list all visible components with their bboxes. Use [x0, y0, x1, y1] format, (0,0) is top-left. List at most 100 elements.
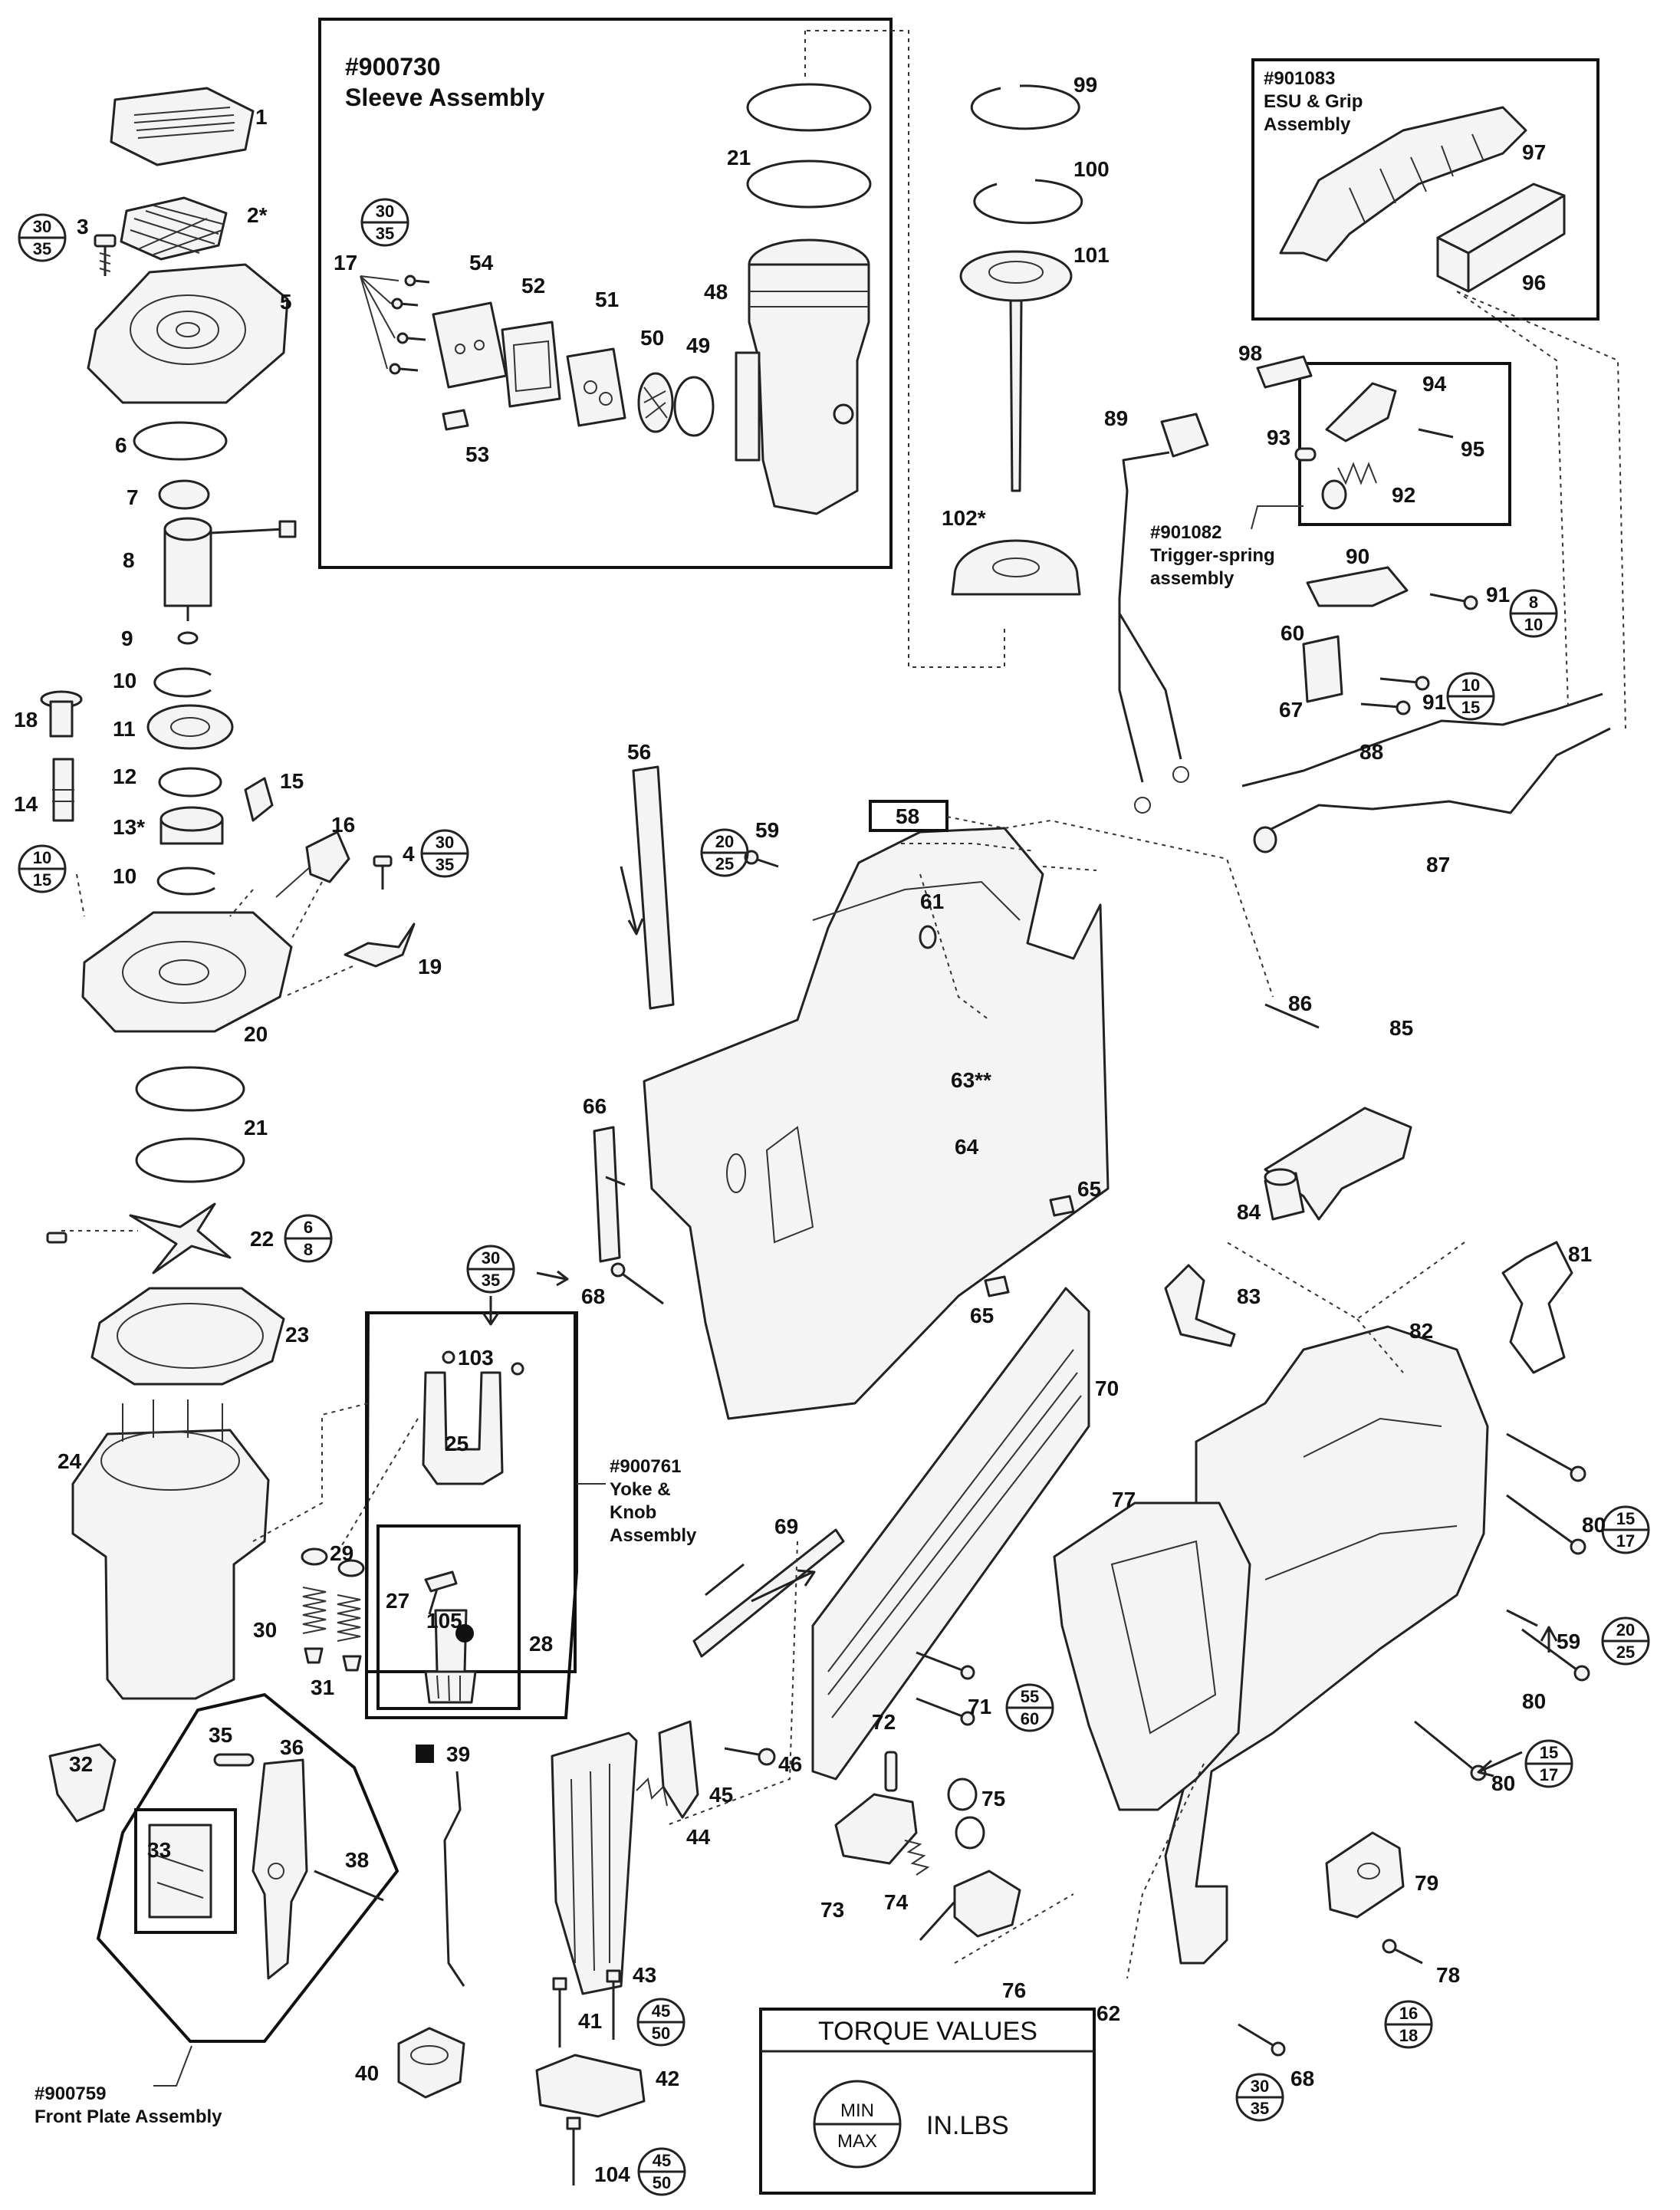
- torque-badge-104: 45 50: [637, 2147, 686, 2196]
- svg-text:25: 25: [445, 1432, 468, 1455]
- svg-text:10: 10: [113, 669, 136, 692]
- part-91a-screw: [1429, 593, 1478, 610]
- part-9-washer: [177, 631, 199, 645]
- svg-text:65: 65: [1077, 1177, 1101, 1201]
- legend-title: TORQUE VALUES: [818, 2017, 1037, 2046]
- svg-text:51: 51: [595, 288, 619, 311]
- svg-text:4: 4: [403, 842, 415, 866]
- svg-text:6: 6: [304, 1218, 313, 1237]
- svg-text:30: 30: [436, 833, 454, 852]
- part-82-housing-half: [1164, 1325, 1489, 1965]
- torque-badge-91b: 10 15: [1446, 672, 1495, 721]
- part-28-knob: [424, 1609, 477, 1704]
- sleeve-assembly-number: #900730: [345, 53, 441, 81]
- svg-text:17: 17: [1616, 1531, 1635, 1551]
- part-27-pin: [424, 1570, 458, 1615]
- svg-text:99: 99: [1073, 73, 1097, 97]
- part-61-grommet: [919, 925, 937, 949]
- part-1-cap: [110, 87, 255, 166]
- svg-text:80: 80: [1491, 1771, 1515, 1795]
- part-99-clip: [970, 84, 1080, 130]
- trigger-spring-assembly-frame: [1298, 362, 1511, 526]
- torque-badge-59a: 20 25: [700, 828, 749, 877]
- svg-text:35: 35: [209, 1723, 232, 1747]
- svg-text:88: 88: [1359, 740, 1383, 764]
- part-8-motor: [163, 517, 297, 621]
- part-52-gasket: [501, 321, 561, 408]
- svg-text:76: 76: [1002, 1978, 1026, 2002]
- svg-text:70: 70: [1095, 1376, 1119, 1400]
- svg-text:21: 21: [727, 146, 751, 169]
- part-46-pin: [724, 1747, 776, 1766]
- part-56-rail: [620, 765, 675, 1010]
- svg-text:94: 94: [1422, 372, 1447, 396]
- svg-text:59: 59: [755, 818, 779, 842]
- svg-text:91: 91: [1422, 690, 1446, 714]
- svg-text:31: 31: [311, 1676, 334, 1699]
- svg-text:102*: 102*: [942, 506, 986, 530]
- part-92-spring: [1321, 462, 1377, 510]
- svg-text:5: 5: [280, 290, 292, 314]
- trigger-assembly-name-2: assembly: [1150, 568, 1235, 589]
- svg-text:50: 50: [640, 326, 664, 350]
- front-plate-inner-frame: [134, 1808, 237, 1934]
- part-50-filter: [637, 372, 674, 433]
- svg-text:36: 36: [280, 1735, 304, 1759]
- torque-badge-80b: 15 17: [1524, 1739, 1573, 1788]
- svg-text:8: 8: [123, 548, 135, 572]
- svg-text:81: 81: [1568, 1242, 1592, 1266]
- svg-text:30: 30: [376, 202, 394, 221]
- part-15-clip: [244, 777, 274, 822]
- torque-badge-14: 10 15: [18, 844, 67, 893]
- svg-text:15: 15: [280, 769, 304, 793]
- part-74-spring: [904, 1840, 930, 1876]
- svg-text:80: 80: [1582, 1513, 1606, 1537]
- part-20-base: [81, 911, 293, 1033]
- part-60-clip: [1302, 635, 1343, 703]
- yoke-assembly-number: #900761: [610, 1456, 681, 1477]
- svg-text:60: 60: [1021, 1709, 1039, 1728]
- svg-text:98: 98: [1238, 341, 1262, 365]
- svg-text:30: 30: [253, 1618, 277, 1642]
- torque-badge-17: 30 35: [360, 198, 409, 247]
- part-21b-ring: [135, 1137, 245, 1183]
- svg-text:78: 78: [1436, 1963, 1460, 1987]
- part-16-bracket: [275, 830, 350, 898]
- part-68b-screw: [1238, 2023, 1286, 2057]
- part-75-spring: [947, 1778, 985, 1850]
- svg-text:43: 43: [633, 1963, 656, 1987]
- svg-text:80: 80: [1522, 1689, 1546, 1713]
- legend-max: MAX: [837, 2131, 877, 2152]
- part-98-connector: [1256, 355, 1313, 389]
- yoke-assembly-name-2: Knob: [610, 1502, 656, 1523]
- torque-badge-68a: 30 35: [466, 1245, 515, 1294]
- svg-text:93: 93: [1267, 426, 1290, 449]
- svg-text:7: 7: [127, 485, 139, 509]
- svg-text:15: 15: [1540, 1743, 1558, 1762]
- svg-text:18: 18: [14, 708, 38, 732]
- svg-text:55: 55: [1021, 1687, 1039, 1706]
- part-70-magazine: [811, 1287, 1090, 1781]
- part-68-screw: [610, 1262, 664, 1305]
- sleeve-assembly-frame: [318, 18, 893, 569]
- svg-text:8: 8: [304, 1240, 313, 1259]
- svg-text:14: 14: [14, 792, 38, 816]
- svg-text:9: 9: [121, 626, 133, 650]
- knob-subassembly-frame: [376, 1524, 521, 1710]
- svg-text:17: 17: [334, 251, 357, 275]
- part-45-bracket: [658, 1720, 699, 1819]
- part-10-clip: [153, 667, 212, 698]
- svg-text:3: 3: [77, 215, 89, 238]
- svg-text:96: 96: [1522, 271, 1546, 294]
- svg-text:45: 45: [709, 1783, 733, 1807]
- esu-assembly-name-2: Assembly: [1264, 114, 1351, 135]
- part-59b-screw: [1506, 1609, 1538, 1627]
- svg-text:16: 16: [331, 813, 355, 837]
- svg-text:35: 35: [33, 239, 51, 258]
- svg-text:15: 15: [1616, 1509, 1635, 1528]
- svg-text:75: 75: [981, 1787, 1005, 1810]
- part-39-block: [416, 1745, 434, 1763]
- part-72-pin: [884, 1751, 898, 1792]
- part-40-bushing: [397, 2027, 465, 2099]
- sleeve-leader: [804, 30, 1005, 668]
